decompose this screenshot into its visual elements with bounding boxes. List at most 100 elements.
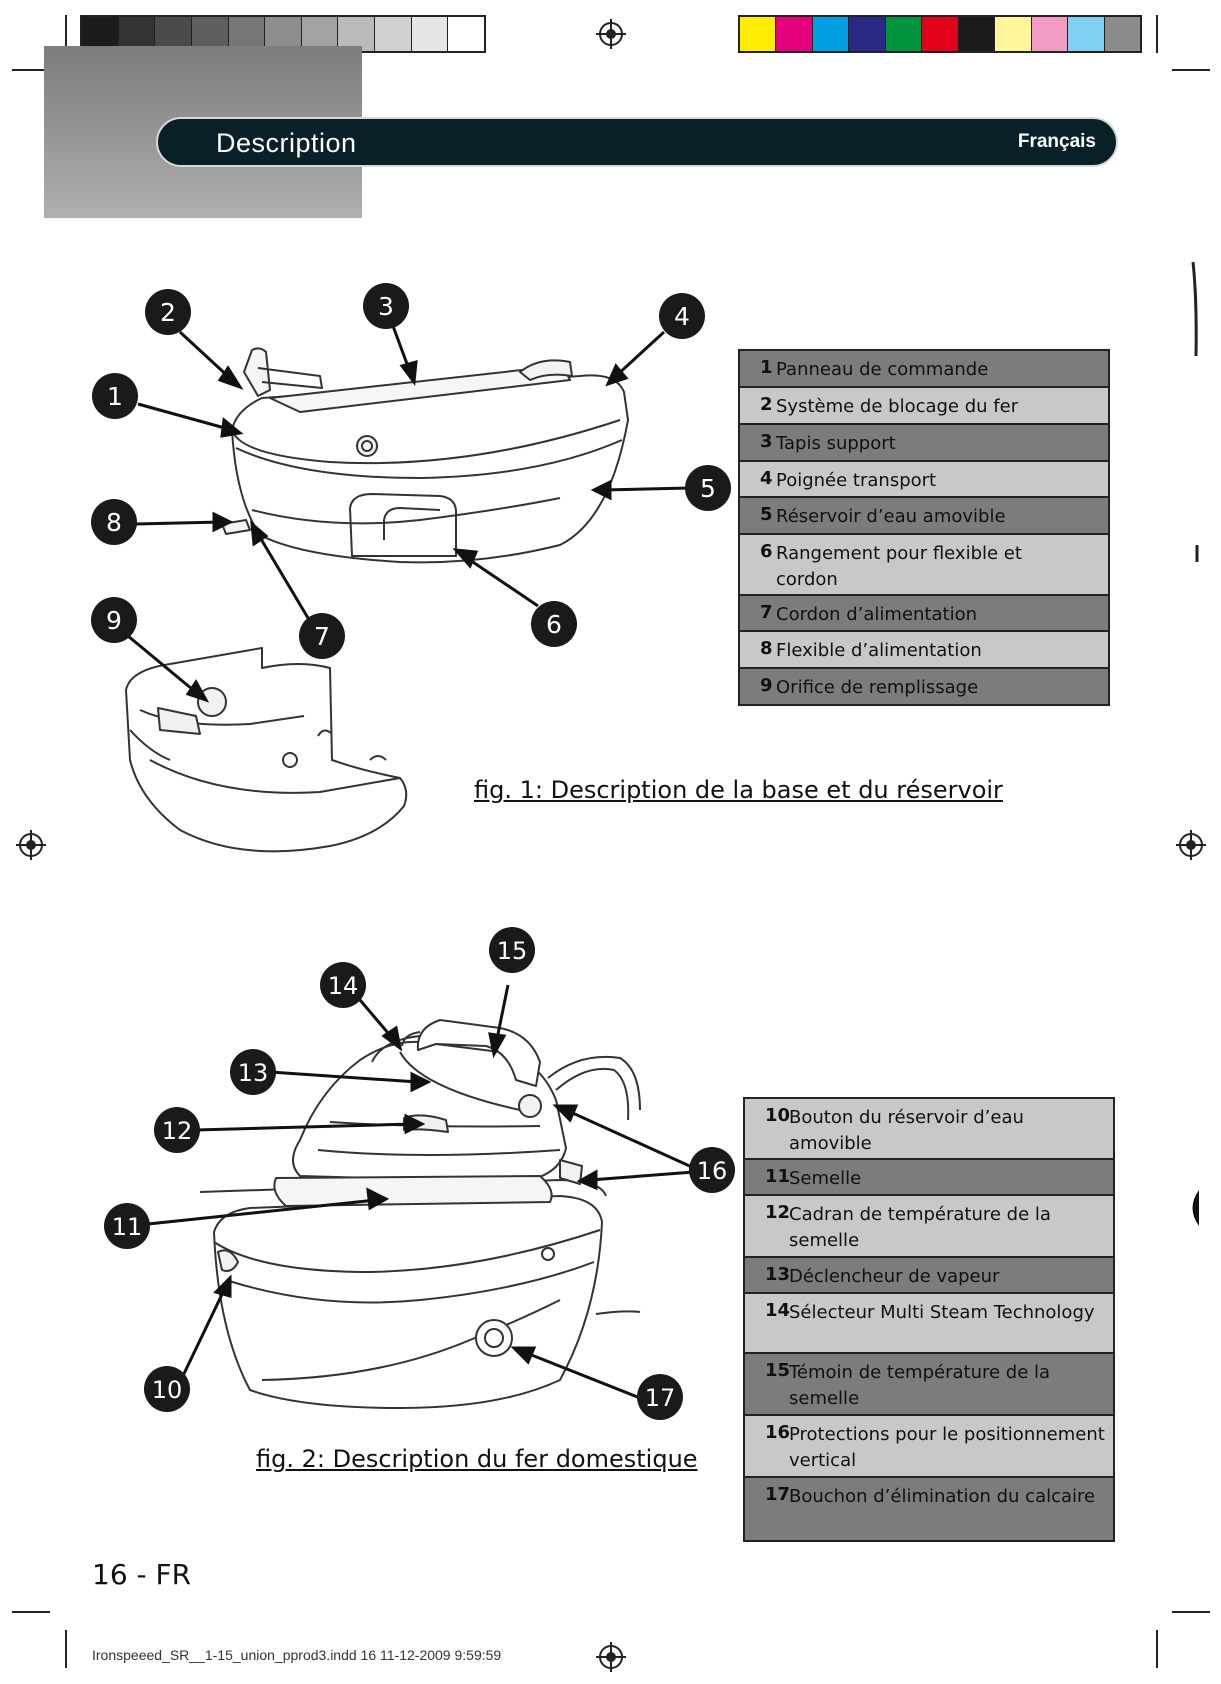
legend-num: 14 — [765, 1300, 791, 1321]
callout-label: 11 — [112, 1213, 143, 1241]
legend-num: 11 — [765, 1166, 791, 1187]
callout-label: 4 — [674, 302, 690, 331]
callout-label: 1 — [107, 382, 123, 411]
callout-label: 16 — [697, 1157, 728, 1185]
callout-label: 9 — [106, 606, 122, 635]
callout-fig2-12: 12 — [154, 1107, 200, 1153]
legend-num: 3 — [760, 431, 773, 452]
page-number: 16 - FR — [92, 1558, 192, 1591]
legend-label: Bouchon d’élimination du calcaire — [789, 1486, 1096, 1507]
callout-fig1-6: 6 — [531, 601, 577, 647]
legend-label: Flexible d’alimentation — [776, 640, 982, 661]
callout-fig1-4: 4 — [659, 293, 705, 339]
callout-label: 3 — [378, 292, 394, 321]
callout-label: 17 — [645, 1384, 676, 1412]
legend-label: Témoin de température de la semelle — [789, 1362, 1051, 1409]
legend-label: Rangement pour flexible et cordon — [776, 543, 1022, 590]
callout-label: 15 — [497, 937, 528, 965]
callout-label: 14 — [328, 972, 359, 1000]
legend-label: Bouton du réservoir d’eau amovible — [789, 1107, 1024, 1154]
legend-num: 12 — [765, 1202, 791, 1223]
callout-label: 2 — [160, 298, 176, 327]
section-header-bar: Description Français — [156, 117, 1118, 167]
callout-fig2-16: 16 — [689, 1147, 735, 1193]
registration-mark-right — [1176, 830, 1206, 860]
legend-label: Tapis support — [776, 433, 896, 454]
legend-num: 6 — [760, 541, 773, 562]
callout-label: 8 — [106, 508, 122, 537]
callout-label: 13 — [238, 1059, 269, 1087]
section-title: Description — [216, 128, 357, 158]
callout-fig1-2: 2 — [145, 289, 191, 335]
callout-label: 5 — [700, 474, 716, 503]
grayscale-calibration-bar — [80, 15, 486, 53]
legend-label: Poignée transport — [776, 470, 937, 491]
legend-num: 4 — [760, 468, 773, 489]
callout-label: 6 — [546, 610, 562, 639]
legend-label: Cordon d’alimentation — [776, 604, 977, 625]
callout-fig2-14: 14 — [320, 962, 366, 1008]
legend-label: Cadran de température de la semelle — [789, 1204, 1051, 1251]
registration-mark-top — [596, 19, 626, 49]
legend-label: Déclencheur de vapeur — [789, 1266, 1000, 1287]
callout-fig1-8: 8 — [91, 499, 137, 545]
registration-mark-bottom — [596, 1642, 626, 1672]
legend-num: 17 — [765, 1484, 791, 1505]
legend-num: 16 — [765, 1422, 791, 1443]
callout-fig1-9: 9 — [91, 597, 137, 643]
legend-label: Semelle — [789, 1168, 862, 1189]
callout-fig1-3: 3 — [363, 283, 409, 329]
callout-fig2-13: 13 — [230, 1049, 276, 1095]
callout-label: 12 — [162, 1117, 193, 1145]
callout-fig1-7: 7 — [299, 613, 345, 659]
legend-label: Sélecteur Multi Steam Technology — [789, 1302, 1095, 1323]
legend-label: Orifice de remplissage — [776, 677, 979, 698]
legend-num: 2 — [760, 394, 773, 415]
fig2-caption: fig. 2: Description du fer domestique — [256, 1445, 698, 1473]
language-label: Français — [1017, 131, 1096, 152]
legend-num: 8 — [760, 638, 773, 659]
callout-fig2-11: 11 — [104, 1203, 150, 1249]
legend-label: Panneau de commande — [776, 359, 989, 380]
legend-label: Protections pour le positionnement verti… — [789, 1424, 1105, 1471]
legend-num: 13 — [765, 1264, 791, 1285]
print-file-info: Ironspeeed_SR__1-15_union_pprod3.indd 16… — [92, 1647, 502, 1663]
legend-num: 5 — [760, 504, 773, 525]
callout-label: 10 — [152, 1376, 183, 1404]
color-calibration-bar — [738, 15, 1142, 53]
legend-num: 9 — [760, 675, 773, 696]
callout-fig1-5: 5 — [685, 465, 731, 511]
legend-label: Réservoir d’eau amovible — [776, 506, 1006, 527]
callout-fig1-1: 1 — [92, 373, 138, 419]
legend-num: 15 — [765, 1360, 791, 1381]
legend-num: 1 — [760, 357, 773, 378]
registration-mark-left — [16, 830, 46, 860]
fig1-caption: fig. 1: Description de la base et du rés… — [474, 776, 1003, 804]
legend-num: 7 — [760, 602, 773, 623]
legend-label: Système de blocage du fer — [776, 396, 1019, 417]
callout-fig2-10: 10 — [144, 1366, 190, 1412]
callout-fig2-17: 17 — [637, 1374, 683, 1420]
legend-num: 10 — [765, 1105, 791, 1126]
